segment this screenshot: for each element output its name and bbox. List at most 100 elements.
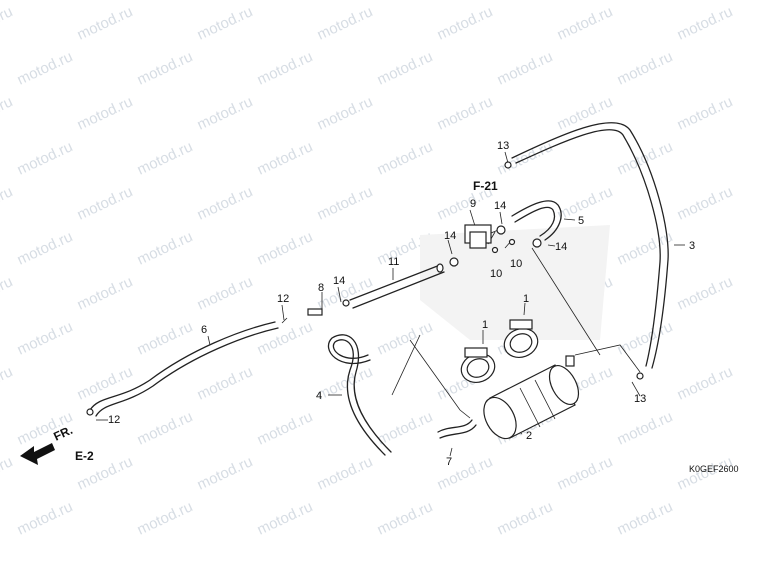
hose-6-inner — [95, 327, 279, 417]
watermark-text: motod.ru — [675, 183, 736, 223]
watermark-text: motod.ru — [135, 138, 196, 178]
watermark-text: motod.ru — [75, 93, 136, 133]
watermark-text: motod.ru — [675, 93, 736, 133]
watermark-text: motod.ru — [75, 273, 136, 313]
watermark-text: motod.ru — [255, 498, 316, 538]
callout-3: 3 — [689, 240, 695, 252]
watermark-text: motod.ru — [15, 138, 76, 178]
watermark-text: motod.ru — [0, 273, 15, 313]
watermark-text: motod.ru — [315, 363, 376, 403]
watermark-text: motod.ru — [195, 93, 256, 133]
watermark-text: motod.ru — [15, 498, 76, 538]
callout-labels: 1 1 2 3 4 5 6 7 8 9 10 10 11 12 12 13 13… — [108, 140, 695, 468]
watermark-text: motod.ru — [195, 3, 256, 43]
watermark-text: motod.ru — [375, 408, 436, 448]
watermark-text: motod.ru — [135, 408, 196, 448]
watermark-text: motod.ru — [135, 318, 196, 358]
watermark-text: motod.ru — [615, 408, 676, 448]
callout-12-top: 12 — [277, 293, 289, 305]
watermark-text: motod.ru — [0, 183, 15, 223]
watermark-text: motod.ru — [315, 93, 376, 133]
callout-13-bottom: 13 — [634, 393, 646, 405]
callout-8: 8 — [318, 282, 324, 294]
hose-3 — [511, 122, 669, 369]
watermark-text: motod.ru — [615, 48, 676, 88]
watermark-text: motod.ru — [315, 183, 376, 223]
callout-10-right: 10 — [510, 258, 522, 270]
front-arrow-icon — [20, 443, 55, 465]
small-parts — [86, 161, 644, 416]
watermark-text: motod.ru — [495, 48, 556, 88]
callout-5: 5 — [578, 215, 584, 227]
canister — [483, 355, 580, 440]
shaded-area — [420, 225, 610, 340]
callout-13-top: 13 — [497, 140, 509, 152]
callout-6: 6 — [201, 324, 207, 336]
watermark-text: motod.ru — [75, 3, 136, 43]
hose-4-inner — [327, 334, 392, 453]
hose-11-end — [436, 263, 444, 273]
hose-7 — [437, 419, 473, 433]
watermark-text: motod.ru — [255, 228, 316, 268]
watermark-text: motod.ru — [15, 318, 76, 358]
watermark-text: motod.ru — [75, 363, 136, 403]
watermark-text: motod.ru — [375, 48, 436, 88]
hose-4 — [332, 339, 386, 456]
watermark-text: motod.ru — [255, 408, 316, 448]
watermark-text: motod.ru — [315, 453, 376, 493]
watermark-text: motod.ru — [555, 183, 616, 223]
ref-f21: F-21 — [473, 179, 498, 193]
watermark-text: motod.ru — [195, 183, 256, 223]
callout-14-right: 14 — [555, 241, 567, 253]
watermark-text: motod.ru — [135, 48, 196, 88]
watermark-text: motod.ru — [615, 498, 676, 538]
watermark-text: motod.ru — [0, 363, 15, 403]
watermark-text: motod.ru — [375, 498, 436, 538]
diagram-code: K0GEF2600 — [689, 464, 739, 474]
watermark-text: motod.ru — [435, 93, 496, 133]
watermark-text: motod.ru — [255, 48, 316, 88]
hose-11-inner — [352, 271, 445, 309]
watermark-text: motod.ru — [135, 498, 196, 538]
hose-5 — [511, 200, 562, 241]
watermark-text: motod.ru — [315, 3, 376, 43]
watermark-text: motod.ru — [435, 3, 496, 43]
callout-1-right: 1 — [523, 293, 529, 305]
hose-7-inner — [439, 424, 477, 439]
watermark-text: motod.ru — [15, 48, 76, 88]
callout-10-left: 10 — [490, 268, 502, 280]
watermark-text: motod.ru — [0, 93, 15, 133]
hose-11 — [349, 264, 441, 301]
callout-12-bottom: 12 — [108, 414, 120, 426]
callout-1-left: 1 — [482, 319, 488, 331]
watermark-text: motod.ru — [435, 453, 496, 493]
watermark-text: motod.ru — [195, 363, 256, 403]
watermark-text: motod.ru — [195, 273, 256, 313]
watermark-text: motod.ru — [615, 318, 676, 358]
watermark-text: motod.ru — [135, 228, 196, 268]
watermark-text: motod.ru — [675, 3, 736, 43]
hose-3-inner — [515, 129, 661, 367]
watermark-text: motod.ru — [555, 3, 616, 43]
watermark-text: motod.ru — [0, 453, 15, 493]
callout-2: 2 — [526, 430, 532, 442]
watermark-text: motod.ru — [255, 138, 316, 178]
callout-7: 7 — [446, 456, 452, 468]
watermark-text: motod.ru — [375, 138, 436, 178]
callout-14-mid: 14 — [333, 275, 345, 287]
watermark-text: motod.ru — [555, 453, 616, 493]
ref-e2: E-2 — [75, 449, 94, 463]
watermark-text: motod.ru — [495, 498, 556, 538]
watermark-text: motod.ru — [195, 453, 256, 493]
watermark-text: motod.ru — [0, 3, 15, 43]
hose-5-inner — [514, 206, 556, 237]
watermark-text: motod.ru — [675, 273, 736, 313]
callout-14-top: 14 — [494, 200, 506, 212]
callout-9: 9 — [470, 198, 476, 210]
watermark-text: motod.ru — [15, 228, 76, 268]
clamps — [460, 319, 539, 383]
callout-14-left: 14 — [444, 230, 456, 242]
